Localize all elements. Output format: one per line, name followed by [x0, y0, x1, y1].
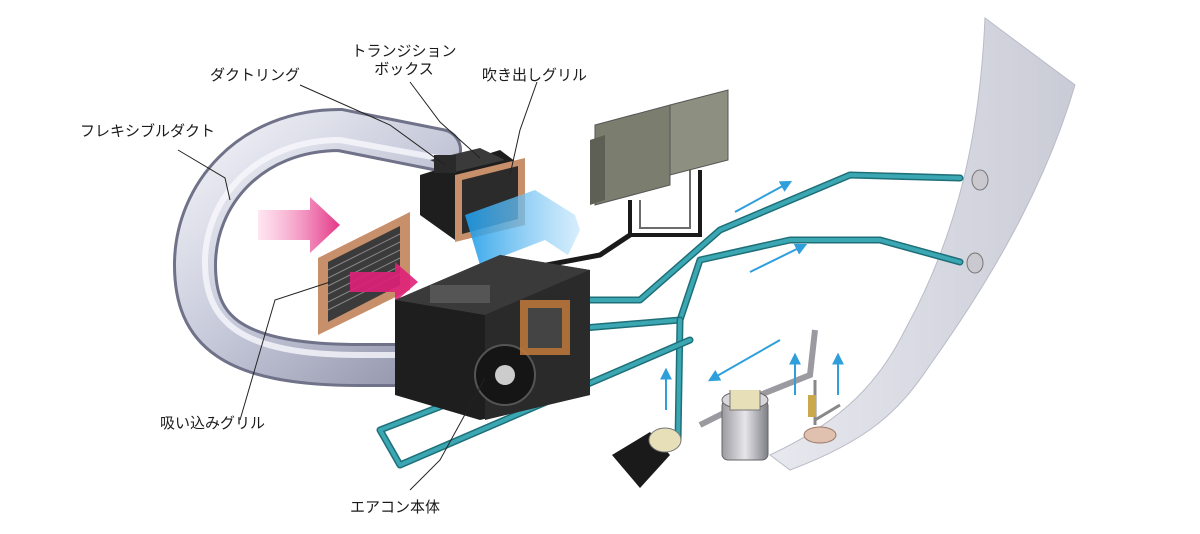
label-transition-box-line1: トランジション	[351, 42, 457, 60]
intake-air-arrow-lower	[350, 262, 418, 302]
pipe-fitting-lower	[966, 252, 984, 274]
label-duct-ring: ダクトリング	[210, 66, 301, 84]
heat-exchanger	[519, 89, 729, 273]
leader-lines	[177, 81, 538, 491]
label-flexible-duct: フレキシブルダクト	[80, 122, 216, 140]
receiver-tank	[612, 329, 841, 488]
label-transition-box-line2: ボックス	[374, 60, 434, 78]
label-intake-grille: 吸い込みグリル	[160, 414, 266, 432]
floor-panel	[769, 17, 1076, 471]
aircon-unit-body	[395, 255, 590, 420]
label-transition-box: トランジション ボックス	[345, 42, 463, 78]
label-outlet-grille: 吹き出しグリル	[482, 66, 588, 84]
intake-air-arrow-upper	[258, 197, 340, 253]
flow-arrows	[660, 180, 844, 410]
label-aircon-unit: エアコン本体	[350, 498, 441, 516]
outlet-air-flow	[465, 190, 580, 265]
pipe-fitting-upper	[971, 169, 989, 191]
